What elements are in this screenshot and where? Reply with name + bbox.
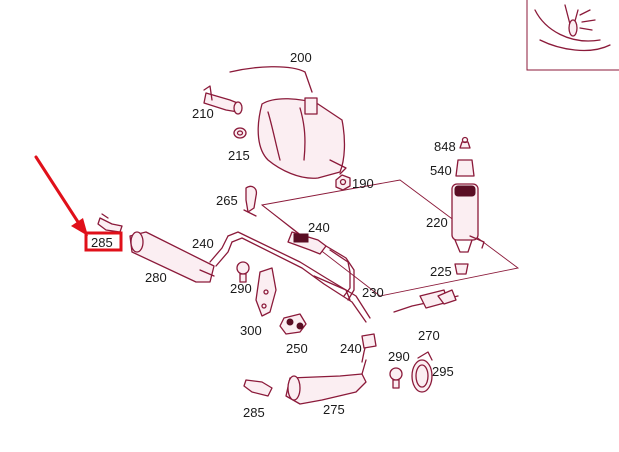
part-240-hose-lower (361, 333, 377, 363)
callout-200: 200 (290, 50, 312, 65)
callout-285-bottom: 285 (243, 405, 265, 420)
part-540-sleeve (455, 159, 475, 177)
part-250-coupling (279, 313, 307, 335)
part-230-hose (313, 245, 355, 301)
part-210-nozzle (203, 85, 243, 115)
callout-280: 280 (145, 270, 167, 285)
part-215-grommet (233, 127, 247, 139)
part-285-top-nozzle (97, 213, 123, 233)
callout-220: 220 (426, 215, 448, 230)
callout-215: 215 (228, 148, 250, 163)
highlight-box (84, 231, 123, 252)
callout-210: 210 (192, 106, 214, 121)
part-270-t-connector (393, 289, 459, 313)
part-848-cap (459, 136, 471, 149)
callout-270: 270 (418, 328, 440, 343)
callout-240-upper-right: 240 (308, 220, 330, 235)
callout-225: 225 (430, 264, 452, 279)
callout-labels: 200 210 215 190 848 540 220 225 265 240 … (91, 50, 456, 420)
callout-250: 250 (286, 341, 308, 356)
part-190-nut (335, 174, 351, 191)
part-265-clip (243, 185, 258, 217)
callout-240-upper-left: 240 (192, 236, 214, 251)
part-225-clip (454, 263, 469, 275)
assembly-outline (260, 179, 520, 297)
callout-190: 190 (352, 176, 374, 191)
part-220-heater (451, 183, 485, 253)
inset-locator-thumbnail (526, 0, 619, 71)
callout-848: 848 (434, 139, 456, 154)
callout-295: 295 (432, 364, 454, 379)
part-280-wash-tube (129, 231, 215, 283)
callout-275: 275 (323, 402, 345, 417)
part-275-wash-tube (285, 359, 367, 405)
highlight-arrow-head (71, 218, 88, 236)
callout-290-lower: 290 (388, 349, 410, 364)
part-240-hose-upper (209, 231, 371, 323)
callout-285-top: 285 (91, 235, 113, 250)
callout-240-lower: 240 (340, 341, 362, 356)
washer-reservoir (229, 66, 347, 179)
callout-290-upper: 290 (230, 281, 252, 296)
part-290-lower-clip (389, 367, 403, 389)
callout-265: 265 (216, 193, 238, 208)
part-295-clamp (411, 351, 433, 393)
callout-300: 300 (240, 323, 262, 338)
part-290-upper-clip (236, 261, 250, 283)
part-285-bottom-nozzle (243, 379, 273, 397)
highlight-arrow-shaft (34, 155, 80, 224)
part-240-connector (287, 231, 327, 255)
callout-540: 540 (430, 163, 452, 178)
callout-230: 230 (362, 285, 384, 300)
part-300-bracket (255, 267, 277, 317)
highlight-annotation (34, 155, 123, 252)
